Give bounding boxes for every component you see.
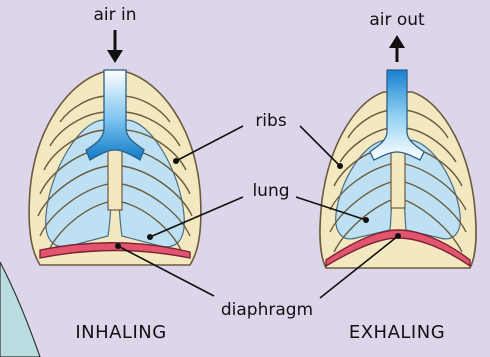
ribs-pointer-right bbox=[300, 126, 340, 166]
diaphragm-label: diaphragm bbox=[221, 300, 313, 320]
exhaling-title: EXHALING bbox=[349, 322, 445, 343]
air-in-arrow bbox=[107, 30, 123, 63]
air-out-label: air out bbox=[369, 10, 425, 30]
air-in-label: air in bbox=[93, 5, 136, 25]
lung-label: lung bbox=[252, 181, 289, 201]
inhaling-chest bbox=[29, 30, 201, 265]
air-out-arrow bbox=[389, 35, 405, 62]
page-edge bbox=[0, 262, 40, 357]
ribs-label: ribs bbox=[255, 111, 287, 131]
inhaling-title: INHALING bbox=[75, 322, 166, 343]
